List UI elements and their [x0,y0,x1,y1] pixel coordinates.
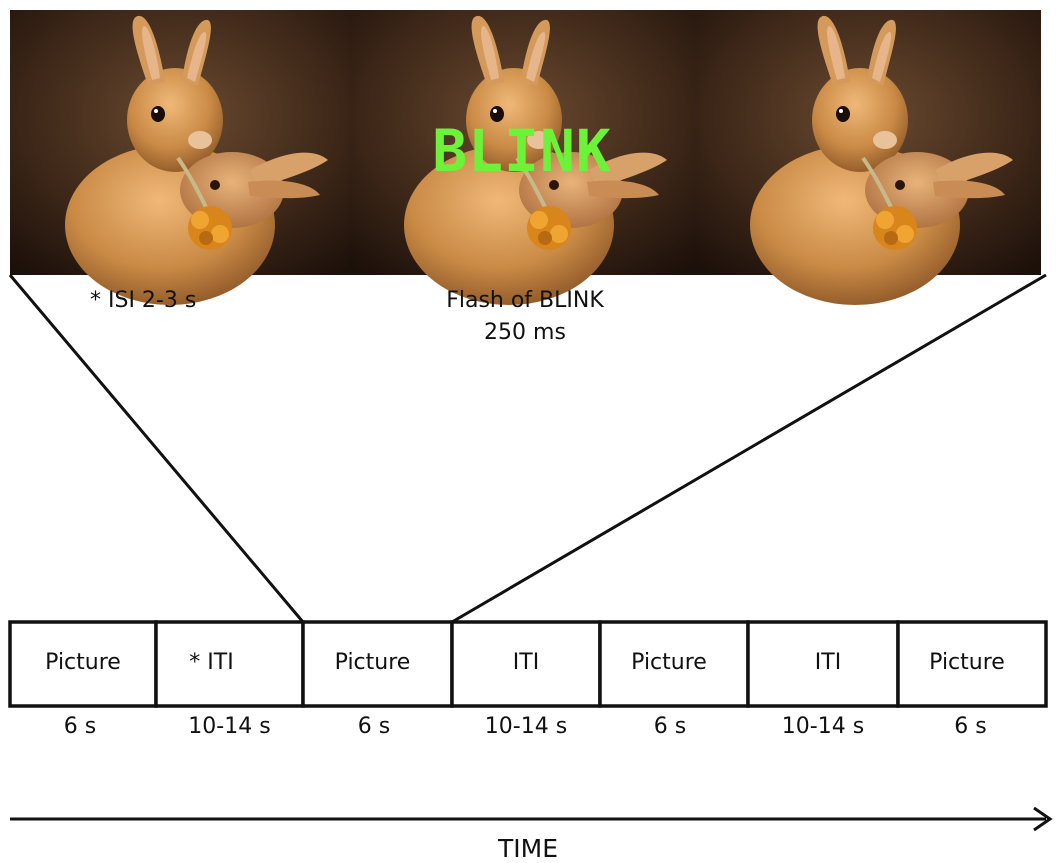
zoom-line-right [451,273,1047,624]
timeline-box-duration: 6 s [954,714,987,739]
timeline-box [450,620,602,708]
timeline-box-duration: 10-14 s [781,714,865,739]
isi-annotation: * ISI 2-3 s [90,288,197,313]
timeline-box-label: Picture [929,650,1005,675]
timeline-box-label: ITI [512,650,540,675]
blink-overlay-text: BLINK [432,117,612,185]
timeline-box-duration: 6 s [63,714,97,739]
timeline-box-duration: 10-14 s [484,714,568,739]
timeline-box-label: Picture [631,650,707,675]
timeline-box-label: * ITI [189,650,234,675]
timeline-box-label: ITI [814,650,842,675]
timeline-box [301,620,454,708]
time-axis-label: TIME [497,834,558,863]
timeline-box-label: Picture [334,650,411,675]
flash-annotation-line1: Flash of BLINK [446,288,604,313]
timeline-box [896,620,1048,708]
time-arrow-icon [10,806,1053,832]
timeline-box [746,620,900,708]
timeline-box-label: Picture [45,650,121,675]
picture-panel-1 [8,8,358,307]
timeline-box-duration: 6 s [653,714,687,739]
zoom-line-left [8,274,305,623]
timeline-box-duration: 10-14 s [188,714,271,739]
picture-panel-3 [693,8,1043,307]
flash-annotation-line2: 250 ms [484,320,566,345]
timeline-box-duration: 6 s [357,714,391,739]
timeline-boxes [8,620,1048,708]
